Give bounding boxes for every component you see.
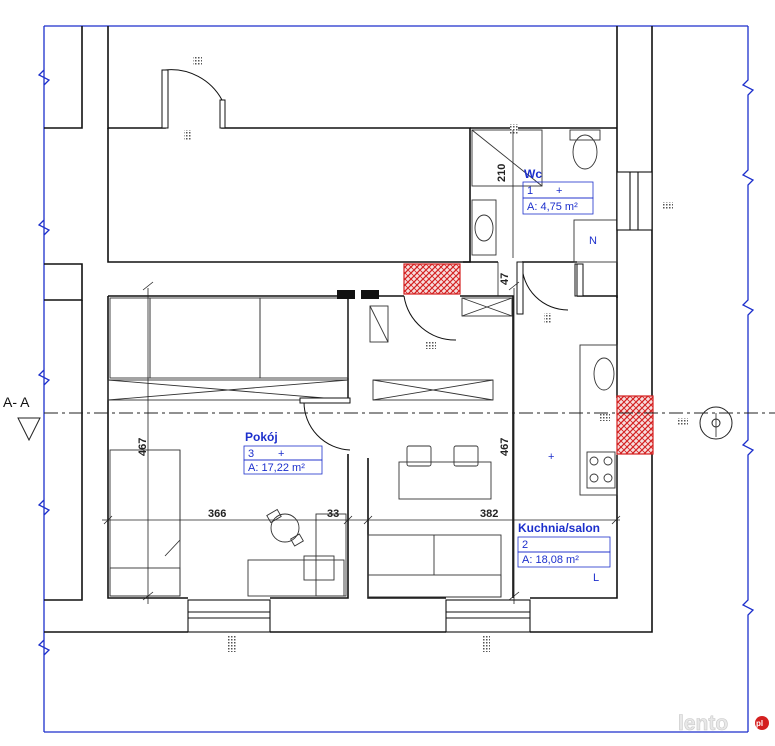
svg-text:lento: lento	[678, 712, 728, 735]
doors	[161, 69, 584, 451]
svg-text:2: 2	[522, 539, 528, 551]
dim-wc-height: 210	[496, 164, 508, 182]
interior-lines	[107, 129, 618, 598]
svg-text:Pokój: Pokój	[245, 430, 278, 444]
svg-text:A: 17,22 m²: A: 17,22 m²	[248, 462, 305, 474]
dim-door-width: 47	[499, 273, 511, 285]
drawing-border	[37, 25, 755, 733]
dim-wall-gap: 33	[327, 508, 339, 520]
svg-text:A: 4,75 m²: A: 4,75 m²	[527, 201, 578, 213]
level-markers	[184, 56, 688, 652]
dim-kitchen-width: 382	[480, 508, 498, 520]
svg-text:+: +	[556, 185, 562, 197]
vent-markers	[337, 290, 379, 299]
counter-mark: L	[593, 572, 599, 584]
svg-text:Wc: Wc	[524, 167, 542, 181]
room-label-pokoj: Pokój 3 + A: 17,22 m²	[243, 430, 323, 475]
desk-chair-icon	[266, 508, 335, 581]
svg-text:+: +	[278, 448, 284, 460]
lento-watermark: lento pl	[678, 712, 769, 735]
section-label: A- A	[3, 394, 30, 410]
room-label-kuchnia-salon: Kuchnia/salon 2 A: 18,08 m²	[517, 521, 611, 568]
kitchen-center-mark: +	[548, 451, 554, 463]
section-line	[17, 406, 775, 442]
windows	[187, 171, 653, 633]
svg-text:Kuchnia/salon: Kuchnia/salon	[518, 521, 600, 535]
room-label-wc: Wc 1 + A: 4,75 m²	[522, 167, 594, 215]
dim-pokoj-width: 366	[208, 508, 226, 520]
fridge-mark: N	[589, 235, 597, 247]
svg-text:3: 3	[248, 448, 254, 460]
svg-text:pl: pl	[756, 719, 763, 728]
chimney-ducts	[403, 263, 654, 455]
svg-text:1: 1	[527, 185, 533, 197]
dim-pokoj-height: 467	[137, 438, 149, 456]
svg-text:A: 18,08 m²: A: 18,08 m²	[522, 554, 579, 566]
dim-kitchen-height: 467	[499, 438, 511, 456]
dimension-lines	[102, 130, 621, 604]
